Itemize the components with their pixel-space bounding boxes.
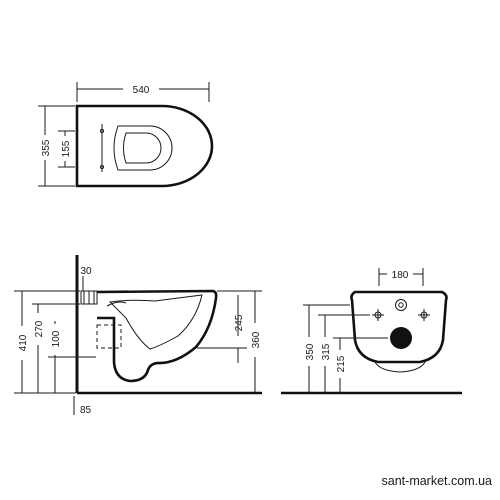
width-label: 540	[133, 85, 150, 96]
watermark: sant-market.com.ua	[382, 474, 493, 488]
top-view-seat-opening-inner	[123, 132, 162, 164]
top-view-fixing-hole	[99, 128, 105, 134]
side-view-lip	[106, 301, 127, 307]
outlet-height-label: 100	[51, 330, 62, 347]
hole-spacing-label: 180	[392, 270, 409, 281]
top-view-seat-opening	[113, 125, 173, 171]
bracket-height-label: 270	[34, 320, 45, 337]
side-view-drain-outline	[96, 324, 122, 349]
top-offset-label: 30	[80, 266, 92, 277]
rim-height-label: 360	[251, 331, 262, 348]
rear-view-bolt-left	[372, 309, 384, 321]
rear-view-base	[374, 361, 426, 373]
hole-offset-label: 155	[61, 140, 72, 157]
top-view: 540 355 155	[38, 82, 214, 188]
top-view-bowl-outline	[75, 104, 214, 188]
rear-outlet-height-label: 215	[336, 355, 347, 372]
side-view: 30 410 270 100 245 360 85	[14, 255, 262, 416]
depth-label: 355	[41, 139, 52, 156]
total-height-label: 410	[18, 334, 29, 351]
rear-view-bowl-outline	[350, 290, 448, 364]
wall-gap-label: 85	[80, 405, 92, 416]
rear-view-water-inlet	[395, 299, 407, 311]
rear-view-outlet	[390, 327, 412, 349]
top-view-fixing-hole	[99, 164, 105, 170]
bolt-height-label: 315	[321, 343, 332, 360]
rear-view: 180 350 315 215	[281, 268, 462, 395]
side-view-inner-bowl	[108, 294, 203, 350]
side-view-bowl-outline	[96, 289, 218, 383]
rear-total-height-label: 350	[305, 343, 316, 360]
rear-view-bolt-right	[418, 309, 430, 321]
outlet-right-label: 245	[234, 314, 245, 331]
rear-view-water-inlet-inner	[398, 302, 404, 308]
